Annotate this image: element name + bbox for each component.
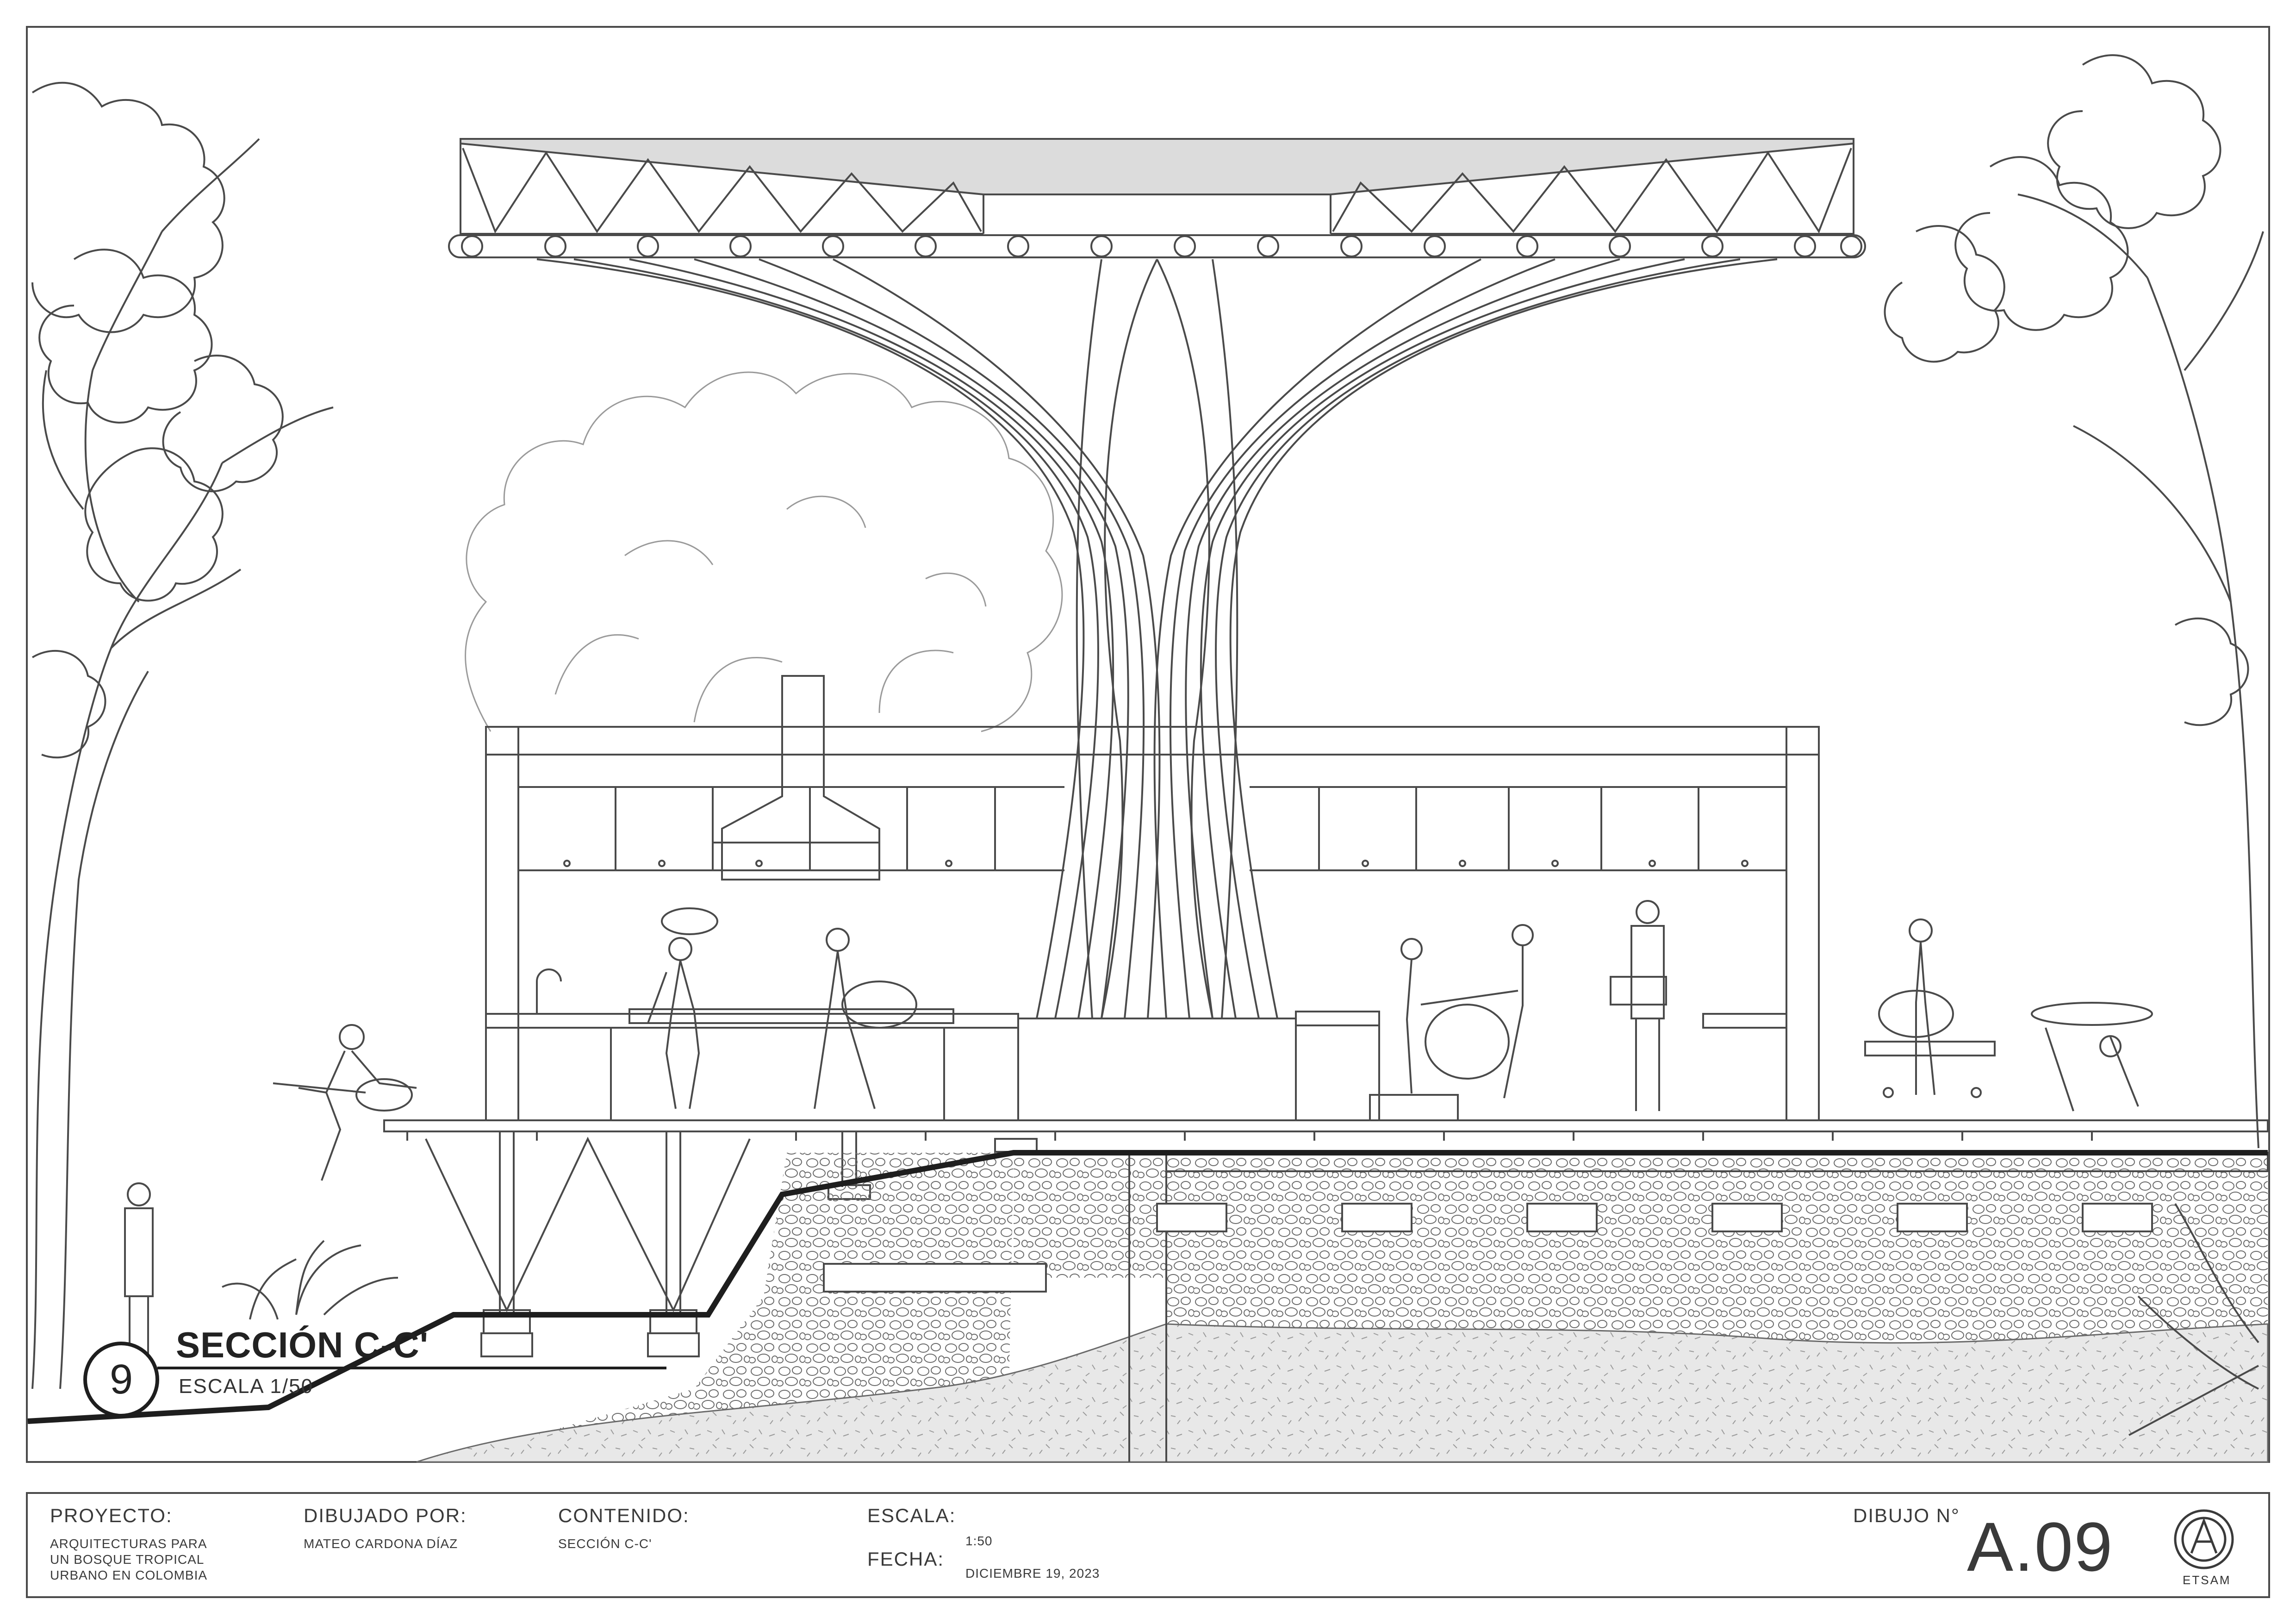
walking-man-figure (647, 907, 718, 1109)
right-tree (1884, 54, 2264, 1436)
plant-figure (222, 1240, 398, 1320)
purlin-circles (461, 235, 1862, 257)
shelf-dots (563, 860, 1748, 867)
scale-value: 1:50 (965, 1534, 993, 1548)
market-building (485, 675, 1820, 1121)
content-value: SECCIÓN C-C' (558, 1537, 652, 1551)
left-tree (31, 81, 334, 1389)
fruit-cart-figure (2031, 1002, 2153, 1112)
project-line-1: ARQUITECTURAS PARA (50, 1537, 207, 1551)
etsam-logo (2174, 1509, 2234, 1569)
pot-carrier-figure (814, 928, 917, 1109)
guitar-player-figure (273, 1024, 417, 1181)
date-value: DICIEMBRE 19, 2023 (965, 1566, 1100, 1580)
drawing-number-label: DIBUJO N° (1853, 1505, 1960, 1526)
title-block-frame (26, 1492, 2270, 1598)
background-tree (465, 371, 1063, 732)
scale-label: ESCALA: (867, 1505, 956, 1526)
terrain-section (27, 1150, 2269, 1463)
date-label: FECHA: (867, 1548, 945, 1570)
vendor-woman-figure (1610, 900, 1667, 1111)
roof-truss (448, 138, 1866, 258)
section-title: SECCIÓN C-C' (176, 1324, 429, 1365)
drawing-number-value: A.09 (1967, 1508, 2114, 1586)
project-line-3: URBANO EN COLOMBIA (50, 1568, 208, 1582)
section-scale: ESCALA 1/50 (179, 1375, 314, 1398)
ground-line (27, 1150, 2268, 1424)
content-label: CONTENIDO: (558, 1505, 690, 1526)
section-number: 9 (109, 1356, 133, 1403)
project-line-2: UN BOSQUE TROPICAL (50, 1552, 205, 1567)
pair-carrying-basket-figures (1400, 924, 1534, 1099)
section-number-circle (83, 1342, 159, 1418)
drawn-by-label: DIBUJADO POR: (304, 1505, 467, 1526)
drawn-by-value: MATEO CARDONA DÍAZ (304, 1537, 458, 1551)
project-label: PROYECTO: (50, 1505, 173, 1526)
logo-text: ETSAM (2183, 1573, 2231, 1587)
cart-vendor-figure (1864, 918, 1996, 1098)
bamboo-tree-column (536, 258, 1778, 1019)
